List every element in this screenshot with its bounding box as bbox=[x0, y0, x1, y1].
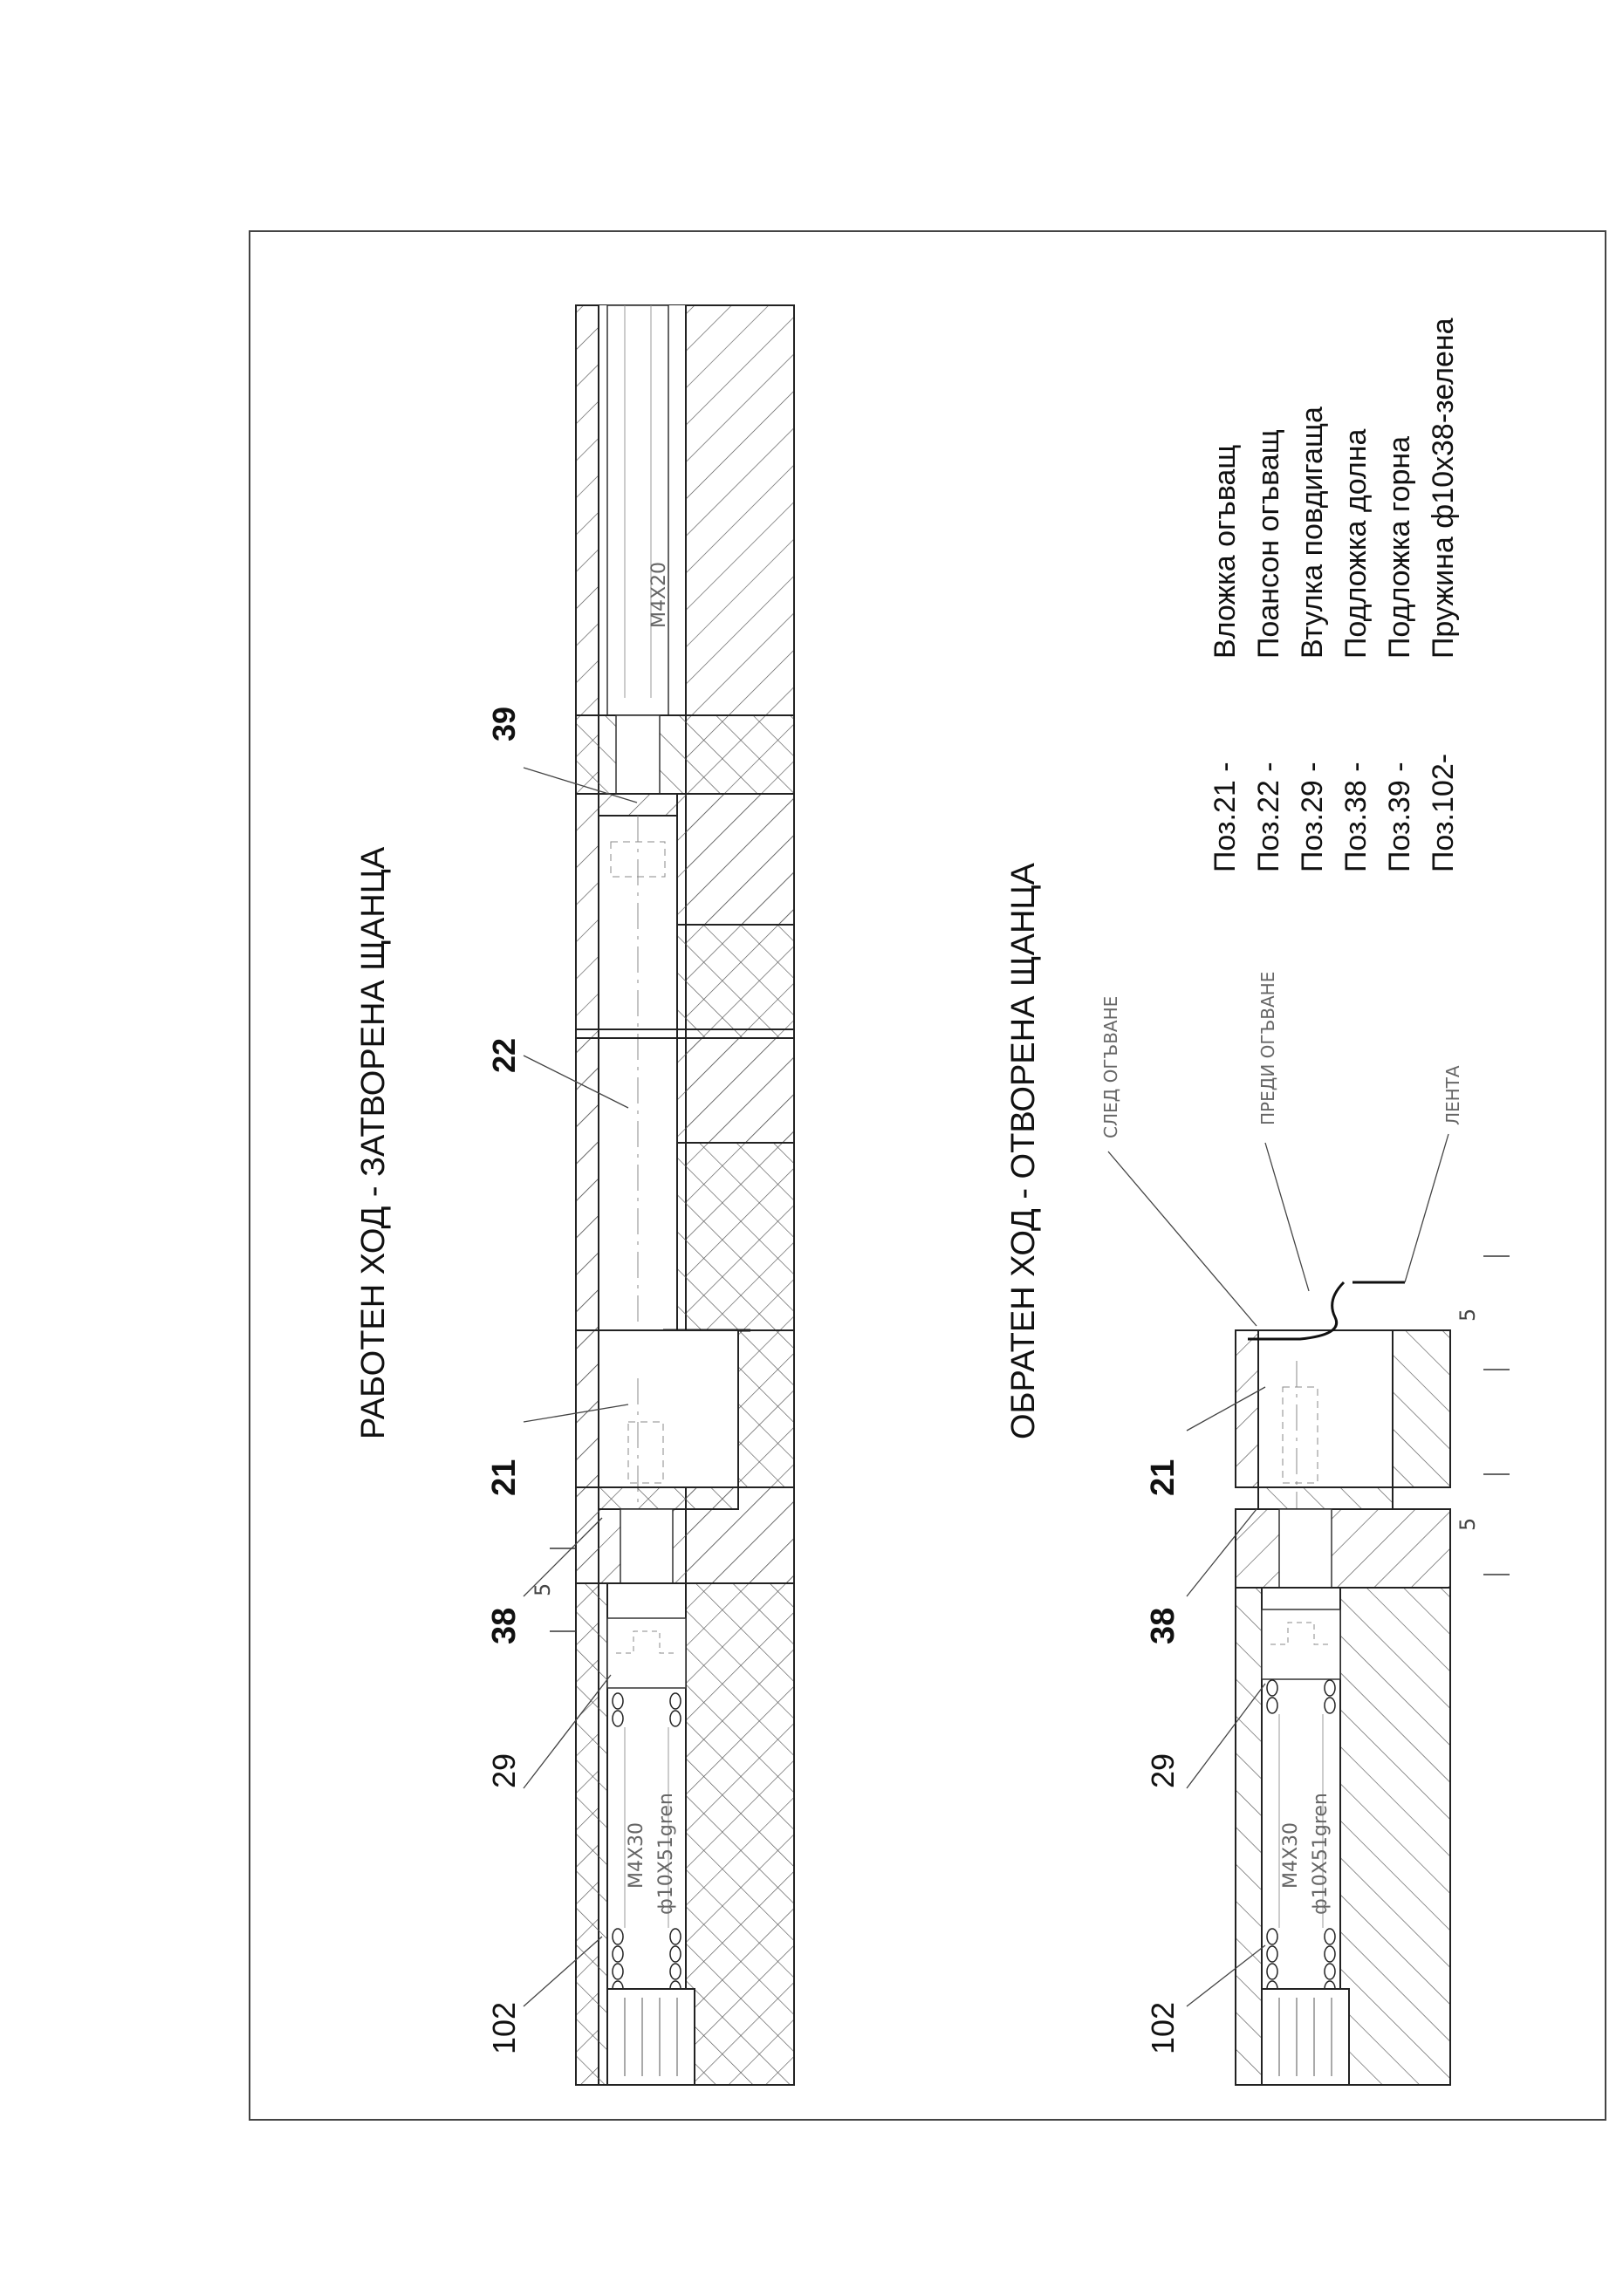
legend-pos-29: Поз.29 - bbox=[1296, 762, 1329, 872]
legend-pos-102: Поз.102- bbox=[1427, 754, 1460, 872]
mid-plate-a bbox=[676, 793, 795, 926]
insert-21 bbox=[598, 1329, 739, 1488]
callout-21: 21 bbox=[486, 1459, 523, 1496]
washer-21-open bbox=[1257, 1486, 1394, 1510]
callout-102: 102 bbox=[486, 2002, 522, 2054]
callout-38-bottom: 38 bbox=[1145, 1608, 1181, 1644]
top-assembly bbox=[575, 304, 795, 2086]
dimension-lines bbox=[550, 1255, 1510, 1632]
washer-21 bbox=[598, 1486, 739, 1510]
upper-plate-39 bbox=[575, 714, 795, 795]
label-after-bend: СЛЕД ОГЪВАНЕ bbox=[1100, 996, 1121, 1138]
title-working: РАБОТЕН ХОД - ЗАТВОРЕНА ЩАНЦА bbox=[355, 846, 392, 1439]
screw-m4x20 bbox=[606, 304, 669, 716]
legend-name-21: Вложка огъващ bbox=[1209, 445, 1242, 659]
label-screw-m4x20: M4X20 bbox=[648, 562, 670, 628]
leader-lines bbox=[523, 767, 1449, 2007]
legend-pos-38: Поз.38 - bbox=[1339, 762, 1373, 872]
legend-pos-21: Поз.21 - bbox=[1209, 762, 1242, 872]
callout-29-bottom: 29 bbox=[1145, 1753, 1181, 1788]
label-spring-top: ф10X51gren bbox=[655, 1793, 677, 1915]
dim-stroke-top: 5 bbox=[531, 1583, 555, 1596]
label-screw-m4x30-bottom: M4X30 bbox=[1280, 1822, 1302, 1889]
bottom-assembly bbox=[1235, 1281, 1451, 2086]
callout-22: 22 bbox=[486, 1038, 522, 1073]
label-screw-m4x30-top: M4X30 bbox=[626, 1822, 647, 1889]
callout-21-bottom: 21 bbox=[1145, 1459, 1181, 1496]
legend-pos-39: Поз.39 - bbox=[1383, 762, 1416, 872]
label-spring-bottom: ф10X51gren bbox=[1310, 1793, 1332, 1915]
label-before-bend: ПРЕДИ ОГЪВАНЕ bbox=[1257, 972, 1278, 1125]
callout-102-bottom: 102 bbox=[1145, 2002, 1181, 2054]
mid-plate-b bbox=[676, 924, 795, 1039]
callout-29: 29 bbox=[486, 1753, 522, 1788]
screw-head-bottom bbox=[1261, 1988, 1350, 2086]
insert-21-open bbox=[1235, 1329, 1394, 1488]
mid-plate-c bbox=[676, 1037, 795, 1144]
legend-name-22: Поансон огъващ bbox=[1252, 429, 1285, 659]
legend-name-38: Подложка долна bbox=[1339, 428, 1373, 659]
legend-name-102: Пружина ф10x38-зелена bbox=[1427, 318, 1460, 659]
dim-stroke-bottom-a: 5 bbox=[1455, 1309, 1480, 1322]
screw-head-top bbox=[606, 1988, 695, 2086]
legend: Поз.21 - Вложка огъващ Поз.22 - Поансон … bbox=[1209, 318, 1460, 872]
strip-bend bbox=[1248, 1281, 1346, 1341]
label-strip: ЛЕНТА bbox=[1442, 1065, 1463, 1125]
title-return: ОБРАТЕН ХОД - ОТВОРЕНА ЩАНЦА bbox=[1005, 862, 1042, 1439]
dim-stroke-bottom-b: 5 bbox=[1455, 1518, 1480, 1531]
legend-name-39: Подложка горна bbox=[1383, 436, 1416, 659]
legend-name-29: Втулка повдигаща bbox=[1296, 407, 1329, 659]
callout-39: 39 bbox=[486, 707, 522, 741]
spacer-39 bbox=[598, 793, 678, 817]
plate-38-open bbox=[1235, 1508, 1451, 1589]
callout-38: 38 bbox=[486, 1608, 523, 1644]
drawing-frame bbox=[249, 230, 1606, 2121]
mid-plate-d bbox=[676, 1142, 795, 1331]
legend-pos-22: Поз.22 - bbox=[1252, 762, 1285, 872]
